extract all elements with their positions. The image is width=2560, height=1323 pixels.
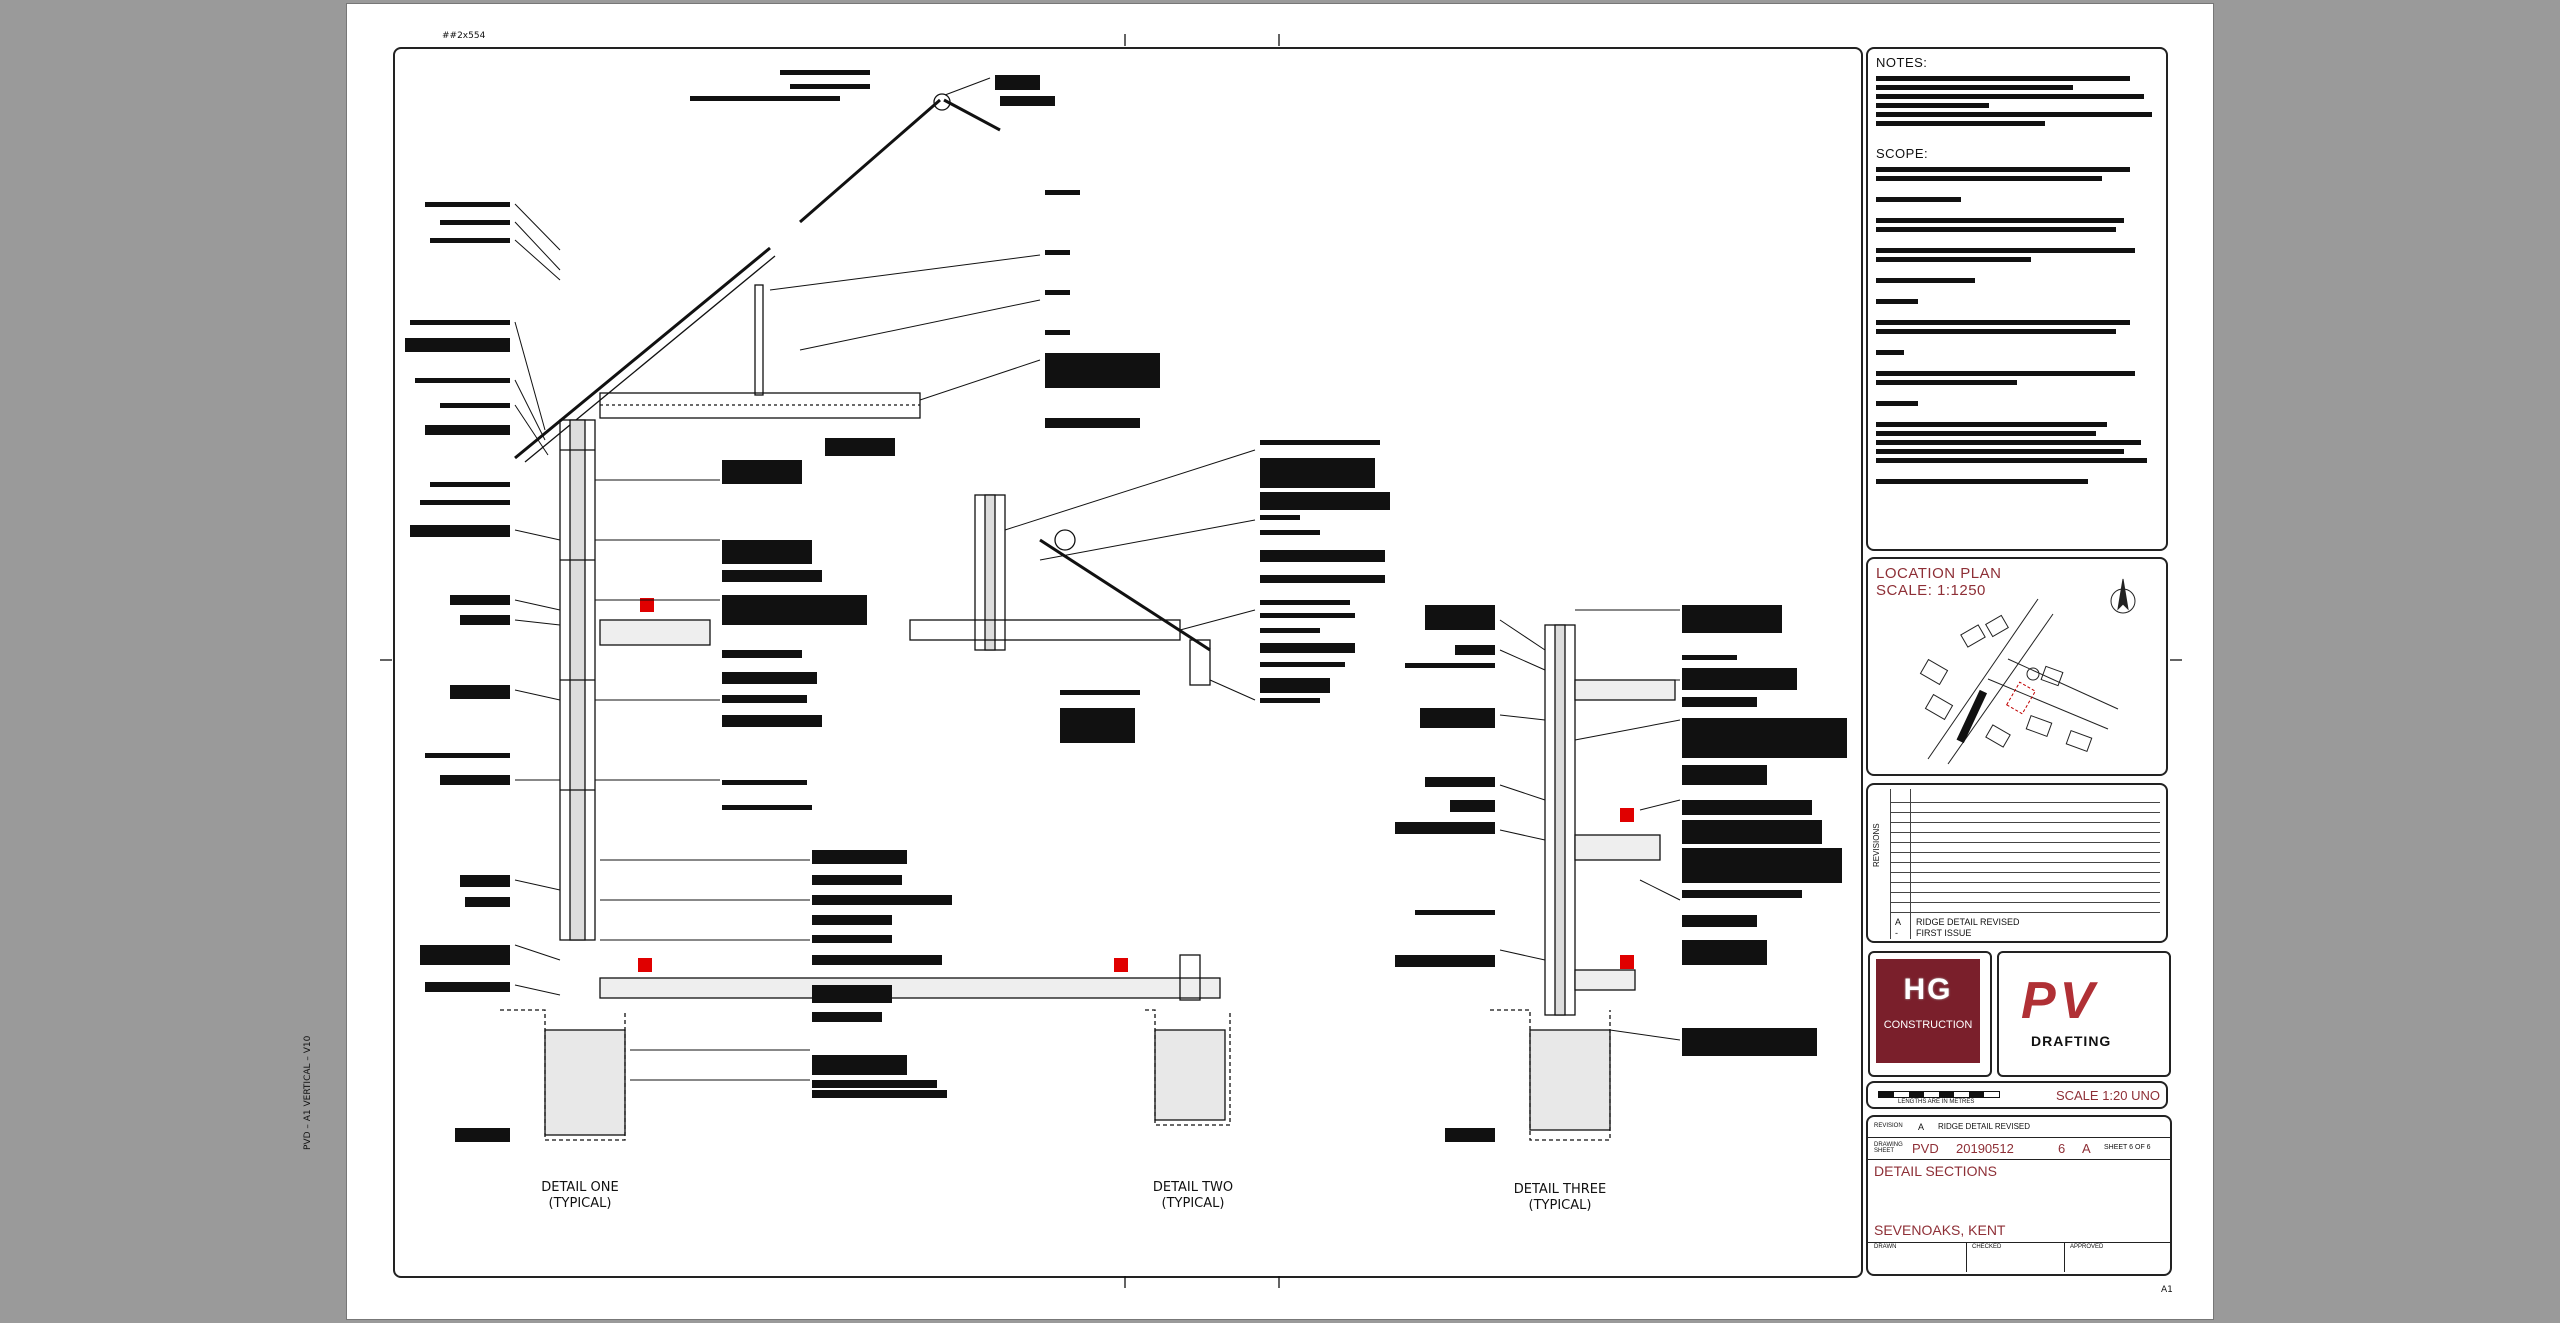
drawing-rev: A (2082, 1141, 2091, 1156)
scale-bar (1878, 1091, 2000, 1098)
notes-heading: NOTES: (1876, 55, 1928, 70)
drawing-code: PVD (1912, 1141, 1939, 1156)
revision-row-first-desc: FIRST ISSUE (1916, 928, 1972, 938)
drawing-label: DRAWING SHEET (1874, 1142, 1903, 1154)
revision-desc: RIDGE DETAIL REVISED (1938, 1122, 2031, 1131)
location-plan-panel: LOCATION PLAN SCALE: 1:1250 (1866, 557, 2168, 776)
notes-panel: NOTES: SCOPE: (1866, 47, 2168, 551)
drawing-location: SEVENOAKS, KENT (1874, 1222, 2006, 1238)
location-plan-scale: SCALE: 1:1250 (1876, 582, 1986, 599)
pv-logo-letters: PV (2021, 972, 2099, 1030)
scale-bar-panel: LENGTHS ARE IN METRES SCALE 1:20 UNO (1866, 1081, 2168, 1109)
revision-row-a-rev: A (1895, 917, 1902, 927)
revision-label: REVISION (1874, 1123, 1903, 1129)
sheet-size-mark: A1 (2161, 1285, 2173, 1295)
checked-label: CHECKED (1972, 1244, 2002, 1250)
detail-two-caption: DETAIL TWO (TYPICAL) (1143, 1180, 1243, 1212)
revision-row-a-desc: RIDGE DETAIL REVISED (1916, 917, 2020, 927)
drawing-title: DETAIL SECTIONS (1874, 1163, 1997, 1179)
location-plan-map (1919, 578, 2136, 765)
detail-one-sub: (TYPICAL) (548, 1196, 612, 1211)
detail-two-sub: (TYPICAL) (1161, 1196, 1225, 1211)
detail-two-title: DETAIL TWO (1152, 1180, 1234, 1195)
scope-heading: SCOPE: (1876, 146, 1929, 161)
hg-logo-letters: HG (1903, 973, 1953, 1006)
drawing-date: 20190512 (1956, 1141, 2014, 1156)
detail-three-caption: DETAIL THREE (TYPICAL) (1505, 1182, 1615, 1214)
revisions-heading: REVISIONS (1872, 823, 1881, 867)
scale-text: SCALE 1:20 UNO (2055, 1088, 2160, 1103)
drawn-label: DRAWN (1874, 1244, 1897, 1250)
drawing-number: 6 (2058, 1141, 2066, 1156)
hg-construction-logo: HG CONSTRUCTION (1868, 951, 1992, 1077)
scale-caption: LENGTHS ARE IN METRES (1898, 1099, 1975, 1105)
detail-three-sub: (TYPICAL) (1528, 1198, 1592, 1213)
notes-text (1876, 76, 2158, 126)
pv-logo-word: DRAFTING (2031, 1033, 2112, 1049)
detail-three-title: DETAIL THREE (1513, 1182, 1607, 1197)
scope-text (1876, 167, 2158, 484)
revisions-panel: REVISIONS A RIDGE DETAIL REVISED - FIRST… (1866, 783, 2168, 943)
pv-drafting-logo: PV DRAFTING (1997, 951, 2171, 1077)
approved-label: APPROVED (2070, 1244, 2104, 1250)
title-block: REVISION A RIDGE DETAIL REVISED DRAWING … (1866, 1115, 2172, 1276)
revision-value: A (1918, 1122, 1925, 1132)
top-reference: ##2x554 (442, 31, 486, 41)
sheet-number: SHEET 6 OF 6 (2104, 1144, 2151, 1151)
revision-row-first-rev: - (1895, 928, 1898, 938)
detail-one-caption: DETAIL ONE (TYPICAL) (530, 1180, 630, 1212)
hg-logo-word: CONSTRUCTION (1883, 1019, 1973, 1031)
drawing-frame (393, 47, 1863, 1278)
location-plan-title: LOCATION PLAN (1876, 565, 2002, 582)
detail-one-title: DETAIL ONE (541, 1180, 619, 1195)
